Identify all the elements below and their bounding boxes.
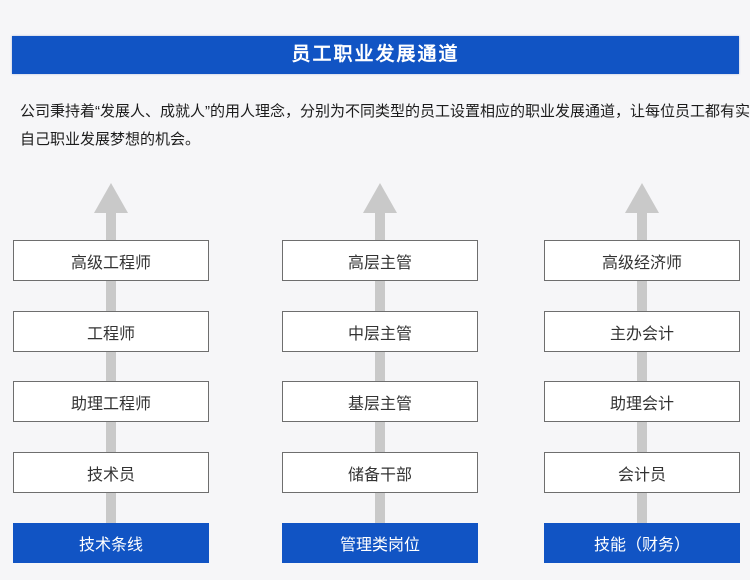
up-arrow-head (625, 183, 659, 213)
level-box: 助理会计 (544, 381, 740, 422)
up-arrow-icon (13, 180, 209, 570)
intro-line: 公司秉持着“发展人、成就人”的用人理念，分别为不同类型的员工设置相应的职业发展通… (20, 103, 750, 120)
level-box: 高层主管 (282, 240, 478, 281)
level-box: 高级经济师 (544, 240, 740, 281)
career-column-technical: 高级工程师 工程师 助理工程师 技术员 技术条线 (13, 180, 209, 570)
up-arrow-head (94, 183, 128, 213)
up-arrow-icon (544, 180, 740, 570)
category-label-finance: 技能（财务） (544, 523, 740, 563)
intro-paragraph: 公司秉持着“发展人、成就人”的用人理念，分别为不同类型的员工设置相应的职业发展通… (20, 98, 750, 154)
intro-line: 自己职业发展梦想的机会。 (20, 131, 201, 148)
up-arrow-shaft (375, 212, 385, 527)
career-column-management: 高层主管 中层主管 基层主管 储备干部 管理类岗位 (282, 180, 478, 570)
level-box: 基层主管 (282, 381, 478, 422)
up-arrow-icon (282, 180, 478, 570)
up-arrow-shaft (106, 212, 116, 527)
level-box: 工程师 (13, 311, 209, 352)
level-box: 高级工程师 (13, 240, 209, 281)
category-label-technical: 技术条线 (13, 523, 209, 563)
level-box: 主办会计 (544, 311, 740, 352)
up-arrow-shaft (637, 212, 647, 527)
page-title-banner: 员工职业发展通道 (12, 36, 739, 74)
level-box: 会计员 (544, 452, 740, 493)
level-box: 中层主管 (282, 311, 478, 352)
level-box: 助理工程师 (13, 381, 209, 422)
category-label-management: 管理类岗位 (282, 523, 478, 563)
level-box: 技术员 (13, 452, 209, 493)
level-box: 储备干部 (282, 452, 478, 493)
career-column-finance-skills: 高级经济师 主办会计 助理会计 会计员 技能（财务） (544, 180, 740, 570)
page-title: 员工职业发展通道 (291, 44, 460, 65)
up-arrow-head (363, 183, 397, 213)
